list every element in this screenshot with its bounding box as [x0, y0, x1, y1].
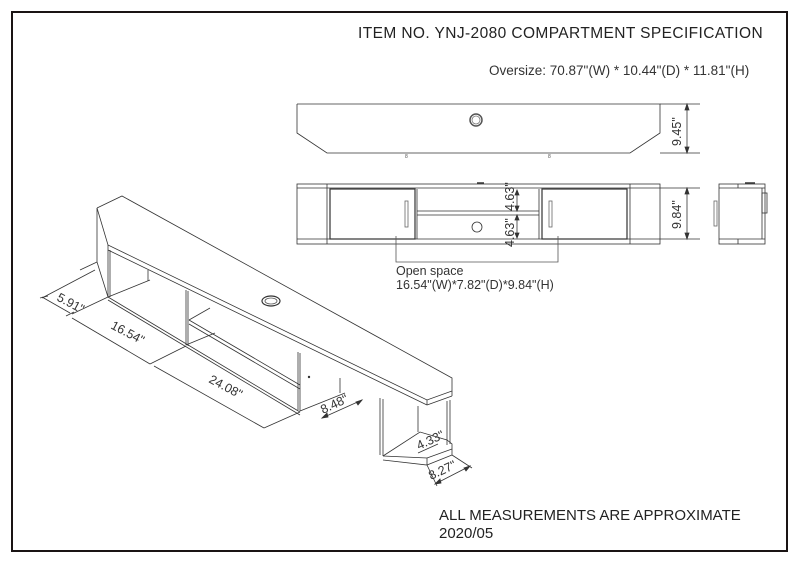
spec-title: ITEM NO. YNJ-2080 COMPARTMENT SPECIFICAT…: [358, 25, 764, 42]
approximate-note: ALL MEASUREMENTS ARE APPROXIMATE: [439, 507, 741, 524]
top-view-depth-label: 9.45": [670, 117, 684, 146]
dim-right-end-depth-label: 4.33": [414, 428, 446, 453]
oversize-dimensions: Oversize: 70.87"(W) * 10.44"(D) * 11.81"…: [489, 63, 750, 78]
lower-compartment-label: 4.63": [503, 218, 517, 247]
open-space-title: Open space: [396, 264, 464, 278]
dim-right-end-width-label: 8.27": [426, 458, 458, 483]
open-space-dimensions: 16.54"(W)*7.82"(D)*9.84"(H): [396, 278, 554, 292]
dim-right-open-width-label: 8.48": [318, 392, 350, 417]
revision-date: 2020/05: [439, 525, 494, 542]
isometric-view: 5.91" 16.54" 24.08" 8.48" 4.33" 8.27": [39, 195, 473, 487]
dim-end-section-label: 5.91": [55, 290, 87, 316]
top-view: 8 8 9.45": [296, 102, 700, 160]
dim-middle-section-label: 24.08": [207, 372, 245, 401]
svg-text:8: 8: [405, 154, 408, 160]
front-view: 4.63" 4.63" 9.84": [296, 182, 700, 263]
front-view-height-label: 9.84": [670, 200, 684, 229]
svg-text:8: 8: [548, 154, 551, 160]
side-view: [713, 182, 768, 245]
upper-compartment-label: 4.63": [503, 182, 517, 211]
open-space-annotation: Open space 16.54"(W)*7.82"(D)*9.84"(H): [396, 264, 554, 292]
drawing-border: [11, 11, 788, 552]
